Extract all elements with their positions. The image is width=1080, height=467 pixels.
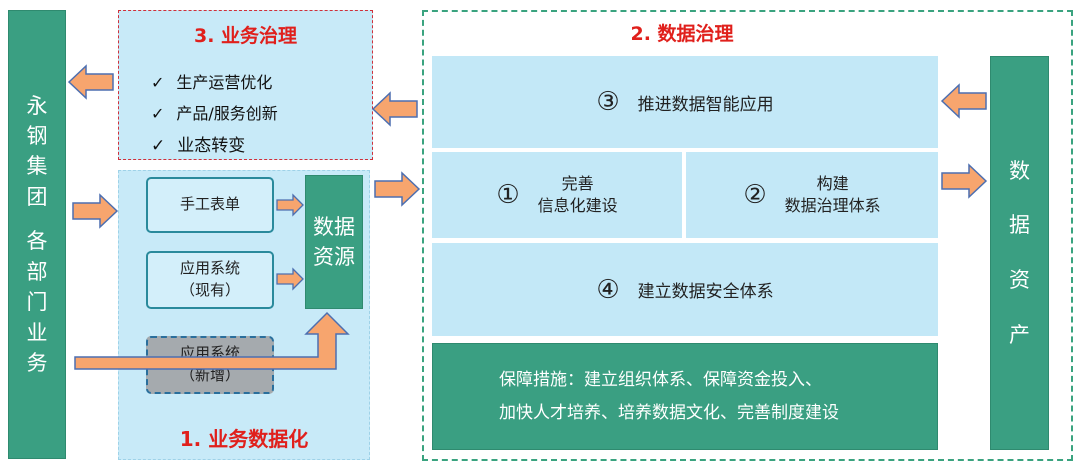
item3-label: 推进数据智能应用: [637, 94, 774, 115]
check-icon: ✓: [151, 73, 165, 92]
item2-line1: 构建: [816, 173, 849, 193]
check-icon: ✓: [151, 136, 166, 156]
left-column-group-business: 永 钢 集 团 各 部 门 业 务: [8, 10, 66, 459]
item2-line2: 数据治理体系: [784, 196, 881, 215]
right-char: 资: [1009, 268, 1030, 292]
item2-box: ② 构建 数据治理体系: [686, 152, 938, 238]
left-char: 永: [26, 93, 48, 118]
section3-list: ✓生产运营优化 ✓产品/服务创新 ✓业态转变: [151, 69, 278, 162]
left-char: 务: [26, 351, 48, 376]
manual-form-label: 手工表单: [179, 195, 240, 214]
section3-item: ✓生产运营优化: [151, 73, 273, 92]
item3-box: ③ 推进数据智能应用: [432, 56, 938, 148]
section2-box: [422, 10, 1073, 461]
data-resource-line2: 资源: [313, 245, 355, 269]
section3-title: 3. 业务治理: [193, 25, 298, 47]
left-char: 门: [26, 290, 48, 315]
arrow-left-icon: [371, 91, 418, 127]
number-3-icon: ③: [596, 87, 620, 117]
section1-title: 1. 业务数据化: [179, 427, 309, 451]
number-1-icon: ①: [496, 180, 520, 210]
data-resource-box: 数据 资源: [305, 175, 363, 309]
arrow-left-icon: [940, 83, 987, 119]
check-icon: ✓: [151, 104, 165, 123]
item1-line2: 信息化建设: [537, 196, 618, 215]
data-resource-line1: 数据: [313, 214, 355, 239]
manual-form-box: 手工表单: [146, 177, 274, 233]
section3-box: 3. 业务治理 ✓生产运营优化 ✓产品/服务创新 ✓业态转变: [118, 10, 373, 160]
item4-label: 建立数据安全体系: [637, 282, 774, 302]
item4-box: ④ 建立数据安全体系: [432, 243, 938, 336]
number-4-icon: ④: [596, 274, 620, 305]
arrow-right-small-icon: [276, 267, 304, 291]
arrow-right-small-icon: [276, 193, 304, 217]
left-char: 集: [26, 154, 48, 179]
left-char: 团: [26, 184, 48, 209]
item1-box: ① 完善 信息化建设: [432, 152, 682, 238]
app-existing-box: 应用系统 （现有）: [146, 251, 274, 309]
arrow-right-icon: [374, 171, 421, 207]
arrow-right-icon: [941, 163, 988, 199]
arrow-elbow-up-icon: [74, 311, 350, 370]
right-char: 数: [1009, 158, 1030, 183]
right-char: 产: [1009, 322, 1030, 347]
arrow-left-icon: [67, 64, 114, 100]
section2-title: 2. 数据治理: [630, 23, 734, 45]
app-existing-line2: （现有）: [179, 281, 240, 299]
number-2-icon: ②: [743, 180, 767, 210]
guarantee-line1: 保障措施：建立组织体系、保障资金投入、: [499, 370, 822, 391]
app-new-line2: （新增）: [179, 366, 240, 384]
left-char: 各: [26, 229, 48, 254]
left-char: 业: [26, 320, 48, 345]
arrow-right-icon: [72, 193, 119, 229]
section3-item: ✓业态转变: [151, 136, 246, 156]
left-char: 钢: [26, 123, 48, 148]
right-column-data-assets: 数 据 资 产: [990, 56, 1049, 450]
section3-item: ✓产品/服务创新: [151, 104, 278, 123]
app-existing-line1: 应用系统: [179, 259, 240, 278]
guarantee-box: 保障措施：建立组织体系、保障资金投入、 加快人才培养、培养数据文化、完善制度建设: [432, 343, 938, 450]
left-char: 部: [26, 259, 48, 284]
guarantee-line2: 加快人才培养、培养数据文化、完善制度建设: [499, 402, 839, 423]
right-char: 据: [1009, 213, 1030, 238]
item1-line1: 完善: [561, 173, 594, 193]
